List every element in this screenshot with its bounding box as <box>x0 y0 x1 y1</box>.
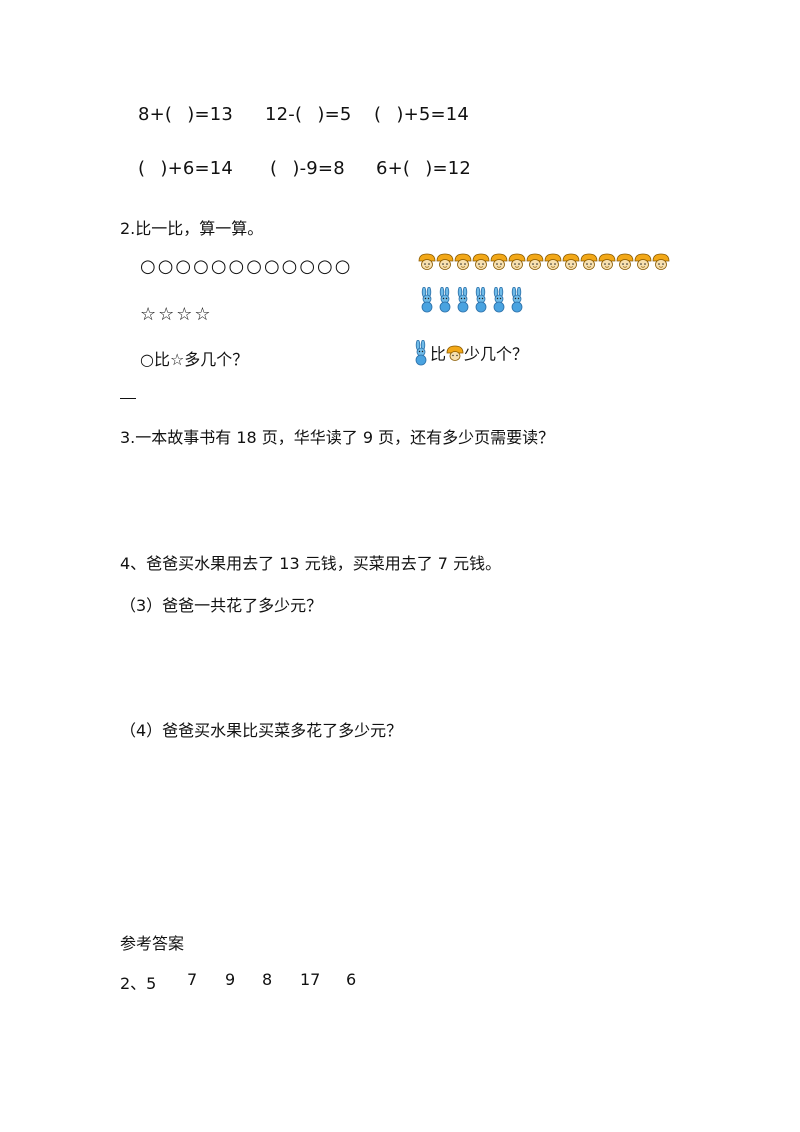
answers-title: 参考答案 <box>120 934 185 953</box>
question-2-right: 比 少几个？ <box>412 339 529 370</box>
mushroom-icon <box>446 344 464 366</box>
mushroom-icon <box>418 252 436 272</box>
mushroom-icon <box>454 252 472 272</box>
question-3: 3.一本故事书有 18 页，华华读了 9 页，还有多少页需要读？ <box>120 428 555 447</box>
mushroom-icon <box>652 252 670 272</box>
rabbit-icon <box>490 286 508 313</box>
mushroom-icon <box>490 252 508 272</box>
rabbit-icon <box>508 286 526 313</box>
question-4: 4、爸爸买水果用去了 13 元钱，买菜用去了 7 元钱。 <box>120 554 502 573</box>
question-4-sub-3: （3）爸爸一共花了多少元？ <box>120 596 323 615</box>
equation-4: ( )+6=14 <box>138 158 234 179</box>
mushroom-icon <box>472 252 490 272</box>
mushroom-icon <box>616 252 634 272</box>
mushroom-icon <box>508 252 526 272</box>
rabbit-icon <box>418 286 436 313</box>
mushroom-icon <box>598 252 616 272</box>
answer-blank-line <box>120 398 136 399</box>
equation-1: 8+( )=13 <box>138 104 234 125</box>
rabbit-icon <box>472 286 490 313</box>
equation-3: ( )+5=14 <box>374 104 470 125</box>
rabbit-icon <box>454 286 472 313</box>
question-2-title: 2.比一比，算一算。 <box>120 219 264 238</box>
mushroom-icon <box>634 252 652 272</box>
answer-4: 8 <box>262 970 273 989</box>
rabbit-icon <box>412 339 430 370</box>
compare-word: 比 <box>430 344 447 364</box>
answer-2: 7 <box>187 970 198 989</box>
mushroom-icon <box>562 252 580 272</box>
rabbit-row <box>418 286 526 313</box>
question-4-sub-4: （4）爸爸买水果比买菜多花了多少元？ <box>120 721 403 740</box>
mushroom-row <box>418 252 670 272</box>
answer-6: 6 <box>346 970 357 989</box>
equation-5: ( )-9=8 <box>270 158 345 179</box>
question-2-left: ○比☆多几个？ <box>140 350 249 369</box>
answer-5: 17 <box>300 970 321 989</box>
mushroom-icon <box>436 252 454 272</box>
equation-2: 12-( )=5 <box>265 104 352 125</box>
rabbit-icon <box>436 286 454 313</box>
stars-row: ☆☆☆☆ <box>140 304 213 325</box>
question-2-right-text: 少几个？ <box>464 344 529 364</box>
mushroom-icon <box>544 252 562 272</box>
answer-3: 9 <box>225 970 236 989</box>
mushroom-icon <box>526 252 544 272</box>
answer-1: 2、5 <box>120 974 157 993</box>
mushroom-icon <box>580 252 598 272</box>
equation-6: 6+( )=12 <box>376 158 472 179</box>
circles-row: ○○○○○○○○○○○○ <box>140 256 353 277</box>
